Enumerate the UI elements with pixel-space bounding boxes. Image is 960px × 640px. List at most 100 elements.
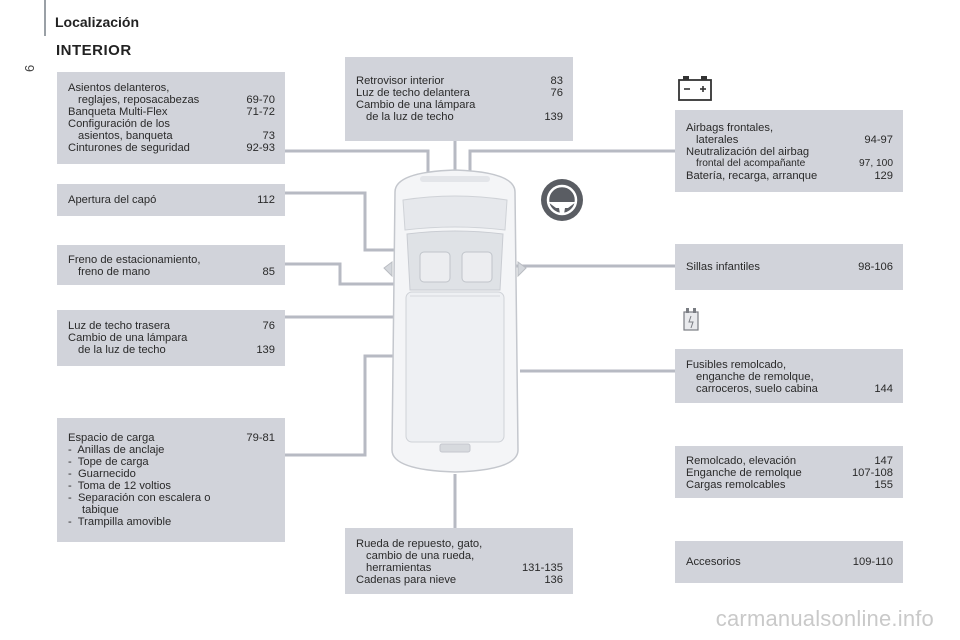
reference-text: herramientas <box>366 562 432 574</box>
header-title: Localización <box>55 14 140 30</box>
reference-line: Configuración de los <box>68 118 275 130</box>
reference-text: carroceros, suelo cabina <box>696 383 818 395</box>
reference-text: laterales <box>696 134 739 146</box>
cargo-item-label: Tope de carga <box>77 456 149 468</box>
reference-text: Cinturones de seguridad <box>68 142 190 154</box>
box-parking-brake: Freno de estacionamiento,freno de mano 85 <box>57 245 285 285</box>
reference-page <box>557 99 563 111</box>
cargo-item-dash: - <box>68 444 78 456</box>
reference-text: enganche de remolque, <box>696 371 814 383</box>
reference-page: 139 <box>544 111 563 123</box>
reference-page: 147 <box>874 455 893 467</box>
steering-wheel-icon <box>541 179 583 221</box>
reference-page: 155 <box>874 479 893 491</box>
reference-text: Configuración de los <box>68 118 170 130</box>
cargo-item-text: tabique <box>68 504 119 516</box>
reference-text: Batería, recarga, arranque <box>686 170 818 182</box>
reference-text: freno de mano <box>78 266 151 278</box>
reference-page: 109-110 <box>852 556 893 568</box>
box-spare: Rueda de repuesto, gato,cambio de una ru… <box>345 528 573 594</box>
box-cargo: Espacio de carga 79-81 - Anillas de ancl… <box>57 418 285 542</box>
reference-line: Cadenas para nieve 136 <box>356 574 563 586</box>
cargo-item-dash: - <box>68 456 78 468</box>
reference-line: Rueda de repuesto, gato, <box>356 538 563 550</box>
cargo-item-label: Separación con escalera o <box>77 492 211 504</box>
reference-text: Apertura del capó <box>68 194 157 206</box>
reference-page: 69-70 <box>246 94 275 106</box>
reference-page: 73 <box>262 130 275 142</box>
reference-line: Remolcado, elevación 147 <box>686 455 893 467</box>
header-rule <box>44 0 46 36</box>
reference-page <box>269 332 275 344</box>
section-title: INTERIOR <box>56 42 132 59</box>
reference-page <box>557 538 563 550</box>
reference-page <box>269 82 275 94</box>
reference-page <box>887 371 893 383</box>
cargo-item-text: - Trampilla amovible <box>68 516 171 528</box>
reference-page: 92-93 <box>246 142 275 154</box>
reference-page <box>887 122 893 134</box>
reference-page: 76 <box>262 320 275 332</box>
reference-line: Airbags frontales, <box>686 122 893 134</box>
cargo-item: - Tope de carga <box>68 456 275 468</box>
cargo-item: - Separación con escalera o <box>68 492 275 504</box>
reference-page <box>269 254 275 266</box>
reference-line: Asientos delanteros, <box>68 82 275 94</box>
cargo-item: - Trampilla amovible <box>68 516 275 528</box>
reference-page <box>887 146 893 158</box>
reference-line: freno de mano 85 <box>68 266 275 278</box>
reference-line: Neutralización del airbag <box>686 146 893 158</box>
reference-page <box>269 118 275 130</box>
reference-text: Cambio de una lámpara <box>356 99 476 111</box>
reference-page: 94-97 <box>864 134 893 146</box>
cargo-item-dash: - <box>68 492 78 504</box>
reference-page: 131-135 <box>521 562 563 574</box>
reference-text: Cambio de una lámpara <box>68 332 188 344</box>
reference-line: cambio de una rueda, <box>356 550 563 562</box>
reference-text: Asientos delanteros, <box>68 82 170 94</box>
connector-parking-brake <box>285 262 446 286</box>
reference-text: Banqueta Multi-Flex <box>68 106 168 118</box>
cargo-item-text: - Tope de carga <box>68 456 149 468</box>
reference-text: Cargas remolcables <box>686 479 786 491</box>
watermark: carmanualsonline.info <box>715 606 934 631</box>
reference-text: Cadenas para nieve <box>356 574 457 586</box>
reference-page: 136 <box>544 574 563 586</box>
cargo-item: - Toma de 12 voltios <box>68 480 275 492</box>
reference-page: 139 <box>256 344 275 356</box>
reference-page <box>557 550 563 562</box>
reference-text: reglajes, reposacabezas <box>78 94 200 106</box>
cargo-item: - Guarnecido <box>68 468 275 480</box>
cargo-item-text: - Guarnecido <box>68 468 136 480</box>
connector-bonnet <box>285 191 420 252</box>
cargo-item-dash: - <box>68 480 78 492</box>
cargo-item-label: Toma de 12 voltios <box>77 480 172 492</box>
box-fuses: Fusibles remolcado,enganche de remolque,… <box>675 349 903 403</box>
van-body <box>383 169 527 473</box>
cargo-item-text: - Anillas de anclaje <box>68 444 164 456</box>
reference-text: Rueda de repuesto, gato, <box>356 538 483 550</box>
reference-line: de la luz de techo 139 <box>68 344 275 356</box>
cargo-item-label: Guarnecido <box>77 468 136 480</box>
reference-text: de la luz de techo <box>78 344 166 356</box>
reference-line: Freno de estacionamiento, <box>68 254 275 266</box>
reference-line: enganche de remolque, <box>686 371 893 383</box>
reference-text: Remolcado, elevación <box>686 455 797 467</box>
cargo-item: - Anillas de anclaje <box>68 444 275 456</box>
reference-page: 71-72 <box>246 106 275 118</box>
reference-text: Fusibles remolcado, <box>686 359 787 371</box>
battery-icon <box>678 76 712 101</box>
reference-page: 85 <box>262 266 275 278</box>
reference-line: Cambio de una lámpara <box>356 99 563 111</box>
reference-text: Freno de estacionamiento, <box>68 254 201 266</box>
